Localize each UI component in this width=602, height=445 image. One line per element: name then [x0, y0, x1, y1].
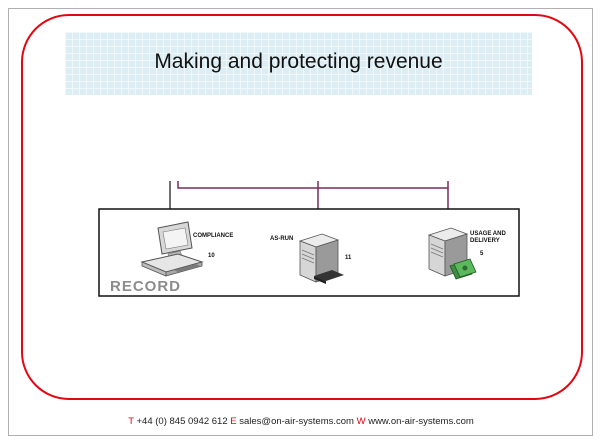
- title-box: Making and protecting revenue: [65, 32, 532, 95]
- computer-workstation-icon: [140, 221, 204, 277]
- node-label-compliance: COMPLIANCE: [193, 233, 234, 239]
- node-label-usage-delivery: USAGE AND DELIVERY: [470, 231, 506, 244]
- footer-w-letter: W: [356, 416, 366, 427]
- slide-border: [8, 8, 593, 436]
- record-label: RECORD: [110, 278, 182, 295]
- footer-t-letter: T: [128, 416, 134, 427]
- node-count-as-run: 11: [345, 255, 352, 261]
- footer-contact: T +44 (0) 845 0942 612 E sales@on-air-sy…: [0, 416, 602, 427]
- node-count-compliance: 10: [208, 253, 215, 259]
- slide-title: Making and protecting revenue: [154, 50, 443, 73]
- server-tower-icon: [298, 233, 344, 284]
- footer-e-letter: E: [230, 416, 237, 427]
- server-tower-with-money-icon: [427, 227, 477, 280]
- footer-email[interactable]: sales@on-air-systems.com: [239, 416, 354, 427]
- slide-frame: [21, 14, 583, 400]
- footer-website[interactable]: www.on-air-systems.com: [368, 416, 474, 427]
- footer-phone: +44 (0) 845 0942 612: [136, 416, 228, 427]
- node-label-as-run: AS-RUN: [270, 236, 294, 242]
- node-count-usage-delivery: 5: [480, 251, 484, 257]
